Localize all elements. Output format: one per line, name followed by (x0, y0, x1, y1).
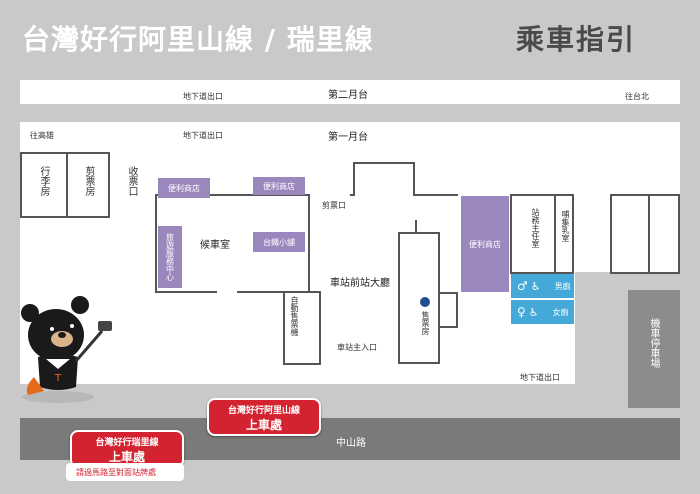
platform-1-label: 第一月台 (328, 132, 368, 143)
scooter-parking (628, 290, 680, 408)
nursing-room (554, 194, 574, 274)
ticket-icon (420, 297, 430, 307)
wall (308, 194, 310, 292)
ticket-gate-label: 剪票口 (322, 201, 346, 210)
right-building-a (610, 194, 650, 274)
main-entrance-label: 車站主入口 (337, 343, 377, 352)
wheelchair-icon: ♿ (530, 279, 541, 293)
platform-1-exit: 地下道出口 (183, 131, 223, 140)
platform-2-exit: 地下道出口 (183, 92, 223, 101)
ticket-check-room (66, 152, 110, 218)
ruili-note-box (66, 463, 184, 481)
ticket-office-alcove (398, 344, 440, 364)
ruili-note: 請過馬路至對面站牌處 (76, 468, 156, 477)
waiting-room-label: 候車室 (200, 240, 230, 251)
right-building-b (648, 194, 680, 274)
platform-structure (353, 162, 415, 196)
wall (155, 196, 157, 292)
svg-text:T: T (54, 373, 62, 384)
convenience-store-3: 便利商店 (461, 196, 509, 292)
convenience-store-1: 便利商店 (158, 178, 210, 198)
womens-restroom: ♀ ♿ 女廁 (511, 300, 574, 324)
mens-restroom-label: 男廁 (554, 281, 571, 291)
ticket-check-label: 剪票房 (83, 166, 94, 196)
railway-kiosk: 台鐵小舖 (253, 232, 305, 252)
platform-2-band (20, 80, 680, 104)
mens-restroom: ♂ ♿ 男廁 (511, 274, 574, 298)
platform-2-label: 第二月台 (328, 90, 368, 101)
scooter-parking-label: 機車停車場 (648, 318, 659, 368)
nursing-label: 哺集乳室 (561, 210, 570, 242)
wheelchair-icon: ♿ (528, 305, 539, 319)
ticket-office-annex (438, 292, 458, 328)
page-subtitle: 乘車指引 (516, 23, 637, 56)
station-floor (20, 122, 680, 272)
alishan-line-label: 台灣好行阿里山線 (227, 406, 300, 416)
wall (155, 194, 310, 196)
tourist-center: 旅遊服務中心 (158, 226, 182, 288)
alishan-board-label: 上車處 (245, 418, 282, 432)
platform-2-direction: 往台北 (625, 92, 649, 101)
black-bear-mascot: T (21, 296, 112, 403)
womens-restroom-label: 女廁 (552, 307, 569, 317)
page-title: 台灣好行阿里山線 / 瑞里線 (22, 23, 374, 56)
ruili-line-label: 台灣好行瑞里線 (95, 438, 159, 448)
bottom-exit-label: 地下道出口 (520, 373, 560, 382)
wall (155, 291, 217, 293)
stationmaster-label: 站務主任室 (531, 208, 540, 248)
luggage-room (20, 152, 68, 218)
female-icon: ♀ (517, 305, 526, 319)
alishan-stop-sign[interactable]: 台灣好行阿里山線 上車處 (207, 398, 321, 436)
ticket-office-label: 售票房 (421, 311, 430, 335)
luggage-room-label: 行李房 (38, 166, 49, 196)
male-icon: ♂ (517, 279, 528, 293)
road-label: 中山路 (336, 438, 366, 449)
vending-label: 自動售票機 (290, 296, 299, 336)
ticket-office (398, 232, 440, 346)
convenience-store-2: 便利商店 (253, 177, 305, 195)
vending-alcove (283, 345, 321, 365)
wall (237, 291, 307, 293)
ruili-board-label: 上車處 (108, 450, 145, 464)
collection-gate-label: 收票口 (126, 166, 137, 196)
ruili-stop-sign[interactable]: 台灣好行瑞里線 上車處 (70, 430, 184, 468)
platform-1-direction: 往高雄 (30, 131, 54, 140)
vending-room (283, 291, 321, 347)
main-hall-label: 車站前站大廳 (330, 278, 390, 289)
